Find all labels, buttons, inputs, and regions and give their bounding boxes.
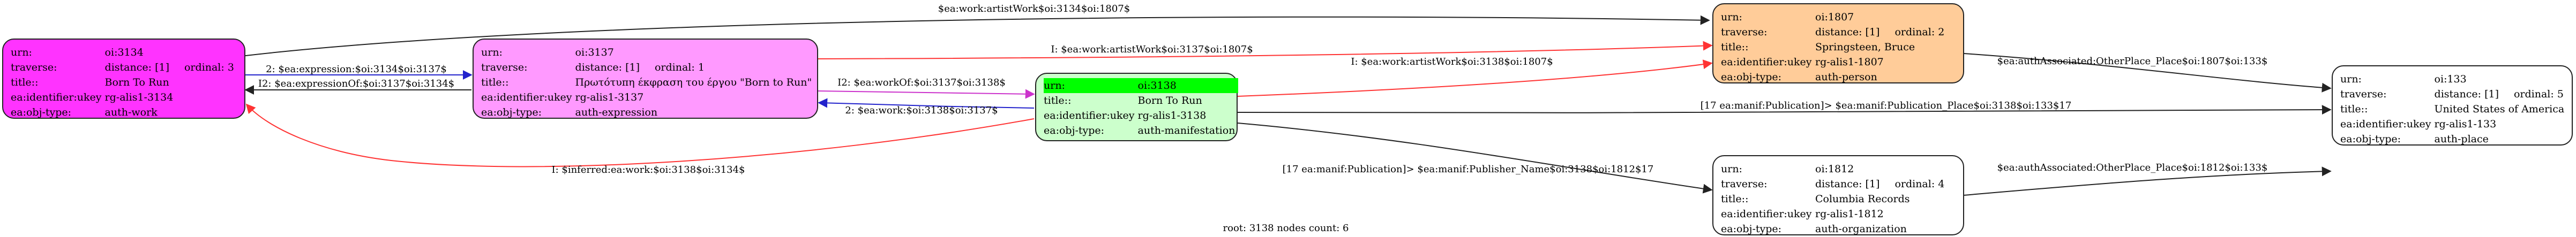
obj-type-key: ea:obj-type: bbox=[2340, 133, 2401, 145]
title-value: United States of America bbox=[2434, 103, 2565, 115]
obj-type-value: auth-work bbox=[104, 106, 158, 118]
urn-value: oi:133 bbox=[2434, 73, 2467, 85]
edge-work-of bbox=[817, 89, 1035, 99]
traverse-ordinal: ordinal: 1 bbox=[654, 62, 705, 73]
edge-work bbox=[818, 98, 1035, 109]
identifier-value: rg-alis1-3134 bbox=[104, 91, 174, 103]
title-value: Columbia Records bbox=[1815, 193, 1910, 205]
edge-label-expression: 2: $ea:expression:$oi:3134$oi:3137$ bbox=[266, 64, 447, 75]
title-value: Springsteen, Bruce bbox=[1815, 41, 1915, 53]
edge-label-work: 2: $ea:work:$oi:3138$oi:3137$ bbox=[845, 105, 998, 116]
traverse-distance: distance: [1] bbox=[2434, 88, 2499, 100]
traverse-ordinal: ordinal: 3 bbox=[184, 62, 234, 73]
title-value: Born To Run bbox=[1137, 95, 1202, 106]
node-place-133[interactable]: urn: oi:133 traverse: distance: [1] ordinal… bbox=[2332, 65, 2573, 146]
obj-type-key: ea:obj-type: bbox=[481, 106, 542, 118]
edge-label-publication-place: [17 ea:manif:Publication]> $ea:manif:Pub… bbox=[1701, 100, 2072, 111]
node-person-1807[interactable]: urn: oi:1807 traverse: distance: [1] ordina… bbox=[1712, 3, 1964, 83]
title-key: title:: bbox=[2340, 103, 2368, 115]
urn-key: urn: bbox=[2340, 73, 2362, 85]
graph-caption: root: 3138 nodes count: 6 bbox=[1223, 223, 1349, 234]
edge-label-manifestation-artist: I: $ea:work:artistWork$oi:3138$oi:1807$ bbox=[1351, 56, 1553, 67]
edge-label-inferred-work: I: $inferred:ea:work:$oi:3138$oi:3134$ bbox=[551, 164, 745, 175]
obj-type-key: ea:obj-type: bbox=[1044, 125, 1105, 136]
traverse-distance: distance: [1] bbox=[1815, 26, 1880, 38]
title-key: title:: bbox=[1721, 193, 1749, 205]
node-work-3134[interactable]: urn: oi:3134 traverse: distance: [1] ordina… bbox=[2, 39, 245, 119]
identifier-key: ea:identifier:ukey bbox=[1721, 208, 1812, 220]
urn-value: oi:3137 bbox=[575, 47, 614, 58]
identifier-key: ea:identifier:ukey bbox=[1721, 56, 1812, 68]
urn-value: oi:3138 bbox=[1137, 78, 1239, 93]
title-key: title:: bbox=[1044, 95, 1072, 106]
node-organization-1812[interactable]: urn: oi:1812 traverse: distance: [1] ordina… bbox=[1712, 155, 1964, 235]
urn-key: urn: bbox=[1044, 78, 1138, 93]
edge-label-assoc-1812: $ea:authAssociated:OtherPlace_Place$oi:1… bbox=[1997, 162, 2268, 173]
obj-type-key: ea:obj-type: bbox=[11, 106, 72, 118]
traverse-key: traverse: bbox=[2340, 88, 2387, 100]
urn-value: oi:3134 bbox=[104, 47, 144, 58]
obj-type-value: auth-expression bbox=[575, 106, 658, 118]
traverse-key: traverse: bbox=[481, 62, 528, 73]
edge-label-work-of: I2: $ea:workOf:$oi:3137$oi:3138$ bbox=[837, 77, 1006, 88]
edge-manifestation-artist bbox=[1237, 59, 1713, 97]
obj-type-value: auth-organization bbox=[1815, 223, 1907, 235]
edge-assoc-1807 bbox=[1963, 53, 2332, 93]
obj-type-value: auth-manifestation bbox=[1137, 125, 1235, 136]
edge-publisher bbox=[1237, 123, 1713, 194]
urn-key: urn: bbox=[481, 47, 503, 58]
title-value: Born To Run bbox=[104, 77, 169, 88]
title-value: Πρωτότυπη έκφραση του έργου "Born to Run… bbox=[575, 77, 812, 88]
urn-value: oi:1812 bbox=[1815, 163, 1854, 175]
identifier-key: ea:identifier:ukey bbox=[2340, 118, 2431, 130]
identifier-key: ea:identifier:ukey bbox=[481, 91, 572, 103]
identifier-value: rg-alis1-1807 bbox=[1815, 56, 1884, 68]
edge-work-artist bbox=[241, 15, 1710, 57]
edge-label-publisher: [17 ea:manif:Publication]> $ea:manif:Pub… bbox=[1283, 164, 1654, 175]
edge-label-work-artist: $ea:work:artistWork$oi:3134$oi:1807$ bbox=[938, 3, 1130, 14]
edge-inferred-work bbox=[245, 103, 1035, 167]
edge-assoc-1812 bbox=[1963, 166, 2332, 196]
traverse-key: traverse: bbox=[1721, 178, 1768, 190]
title-key: title:: bbox=[481, 77, 509, 88]
identifier-key: ea:identifier:ukey bbox=[11, 91, 102, 103]
traverse-key: traverse: bbox=[1721, 26, 1768, 38]
obj-type-key: ea:obj-type: bbox=[1721, 71, 1782, 83]
traverse-distance: distance: [1] bbox=[575, 62, 640, 73]
node-manifestation-3138[interactable]: urn:oi:3138 title::Born To Run ea:identi… bbox=[1035, 73, 1239, 141]
identifier-key: ea:identifier:ukey bbox=[1044, 110, 1135, 121]
traverse-distance: distance: [1] bbox=[104, 62, 169, 73]
edge-label-expression-of: I2: $ea:expressionOf:$oi:3137$oi:3134$ bbox=[258, 78, 454, 89]
obj-type-value: auth-person bbox=[1815, 71, 1877, 83]
traverse-ordinal: ordinal: 2 bbox=[1894, 26, 1945, 38]
title-key: title:: bbox=[1721, 41, 1749, 53]
urn-value: oi:1807 bbox=[1815, 11, 1854, 23]
urn-key: urn: bbox=[1721, 11, 1742, 23]
edge-expression-artist bbox=[817, 41, 1713, 59]
urn-key: urn: bbox=[11, 47, 32, 58]
urn-key: urn: bbox=[1721, 163, 1742, 175]
obj-type-value: auth-place bbox=[2434, 133, 2489, 145]
node-expression-3137[interactable]: urn: oi:3137 traverse: distance: [1] ordina… bbox=[473, 39, 818, 119]
traverse-distance: distance: [1] bbox=[1815, 178, 1880, 190]
identifier-value: rg-alis1-133 bbox=[2434, 118, 2497, 130]
traverse-ordinal: ordinal: 4 bbox=[1894, 178, 1945, 190]
identifier-value: rg-alis1-3137 bbox=[575, 91, 644, 103]
title-key: title:: bbox=[11, 77, 39, 88]
traverse-key: traverse: bbox=[11, 62, 57, 73]
edge-label-expression-artist: I: $ea:work:artistWork$oi:3137$oi:1807$ bbox=[1051, 44, 1253, 55]
edge-label-assoc-1807: $ea:authAssociated:OtherPlace_Place$oi:1… bbox=[1997, 56, 2268, 67]
identifier-value: rg-alis1-1812 bbox=[1815, 208, 1884, 220]
traverse-ordinal: ordinal: 5 bbox=[2513, 88, 2564, 100]
identifier-value: rg-alis1-3138 bbox=[1137, 110, 1207, 121]
obj-type-key: ea:obj-type: bbox=[1721, 223, 1782, 235]
